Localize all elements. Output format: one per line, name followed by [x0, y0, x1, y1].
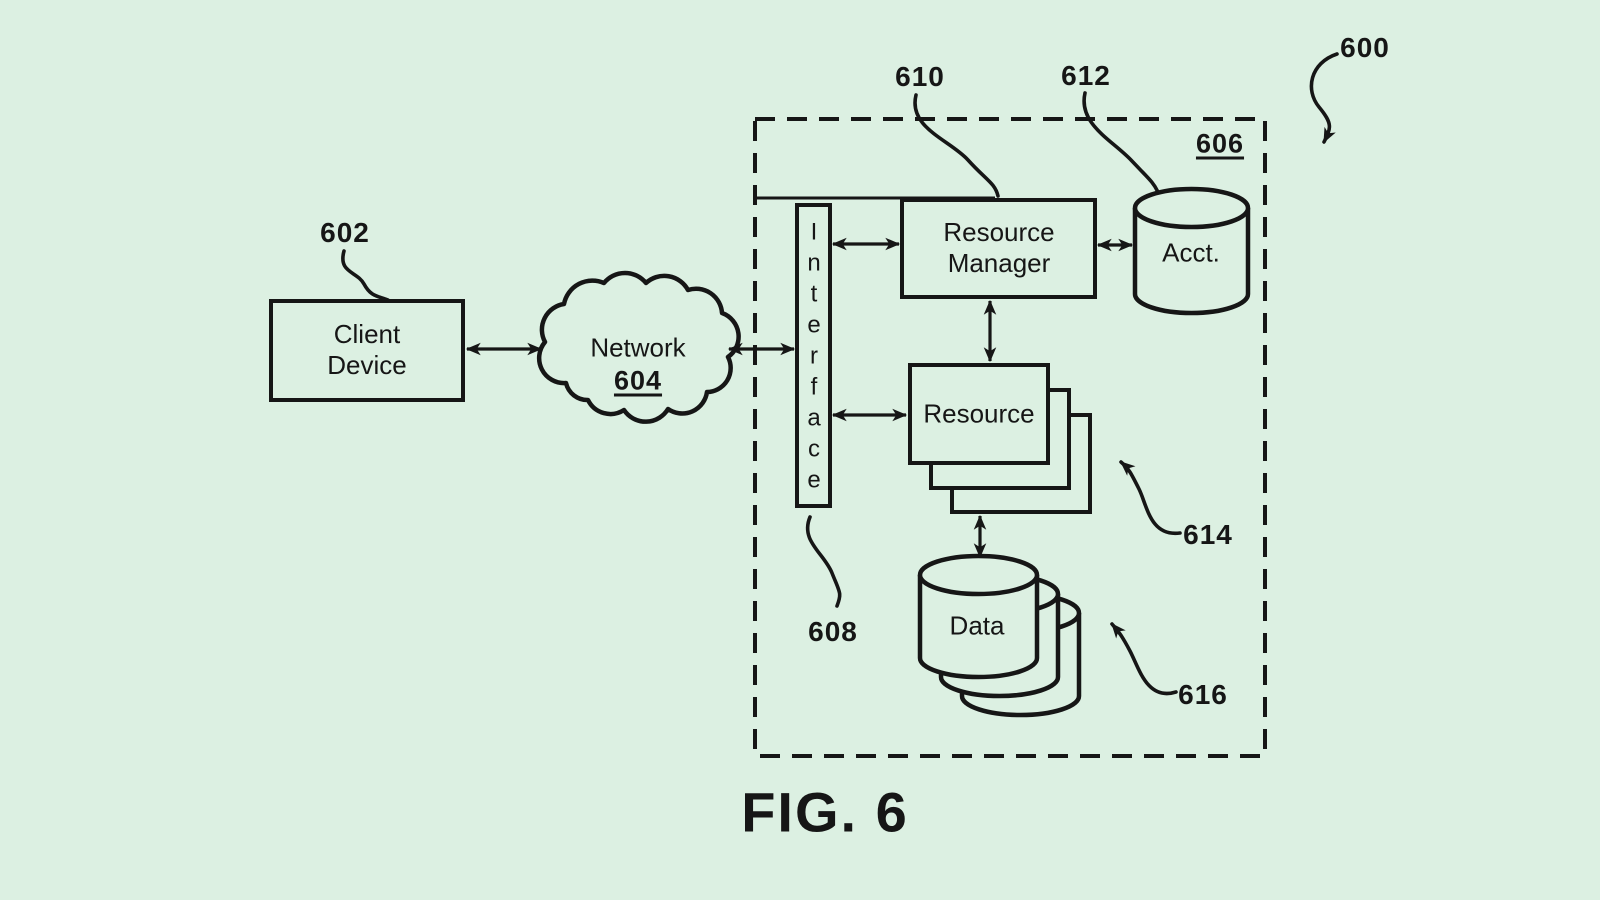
network-cloud: [536, 270, 741, 424]
network-ref: 604: [613, 365, 663, 396]
ref-612-leader: [1082, 91, 1160, 194]
ref-608: 608: [808, 616, 858, 647]
client-device-label: Client Device: [327, 319, 406, 381]
resource-manager-label: Resource Manager: [943, 217, 1054, 279]
resource-manager-label-line2: Manager: [947, 248, 1051, 278]
ref-616: 616: [1178, 679, 1228, 710]
resource-stack: [908, 363, 1092, 514]
ref-602: 602: [320, 217, 370, 248]
resource-manager-box: [900, 198, 1097, 299]
ref-608-leader: [806, 515, 842, 608]
ref-614: 614: [1183, 519, 1233, 550]
client-device-box: [269, 299, 465, 402]
interface-box: [795, 203, 832, 508]
interface-label: I n t e r f a c e: [807, 218, 821, 494]
acct-label: Acct.: [1162, 237, 1220, 268]
figure-caption: FIG. 6: [741, 780, 909, 844]
ref-602-leader: [341, 249, 390, 302]
ref-600: 600: [1340, 32, 1390, 63]
client-device-label-line1: Client: [333, 318, 401, 349]
ref-612: 612: [1061, 60, 1111, 91]
ref-610: 610: [895, 61, 945, 92]
resource-manager-label-line1: Resource: [943, 216, 1055, 247]
ref-610-leader: [913, 93, 1000, 198]
acct-cylinder: [1132, 186, 1251, 316]
ref-616-leader: [1110, 622, 1178, 696]
client-device-label-line2: Device: [327, 350, 407, 380]
resource-label: Resource: [923, 398, 1035, 429]
data-label: Data: [949, 610, 1005, 641]
ref-600-leader: [1309, 52, 1339, 144]
ref-606: 606: [1195, 128, 1245, 159]
network-label: Network: [590, 332, 686, 363]
data-cylinder-stack: [917, 553, 1082, 718]
ref-614-leader: [1119, 460, 1182, 535]
